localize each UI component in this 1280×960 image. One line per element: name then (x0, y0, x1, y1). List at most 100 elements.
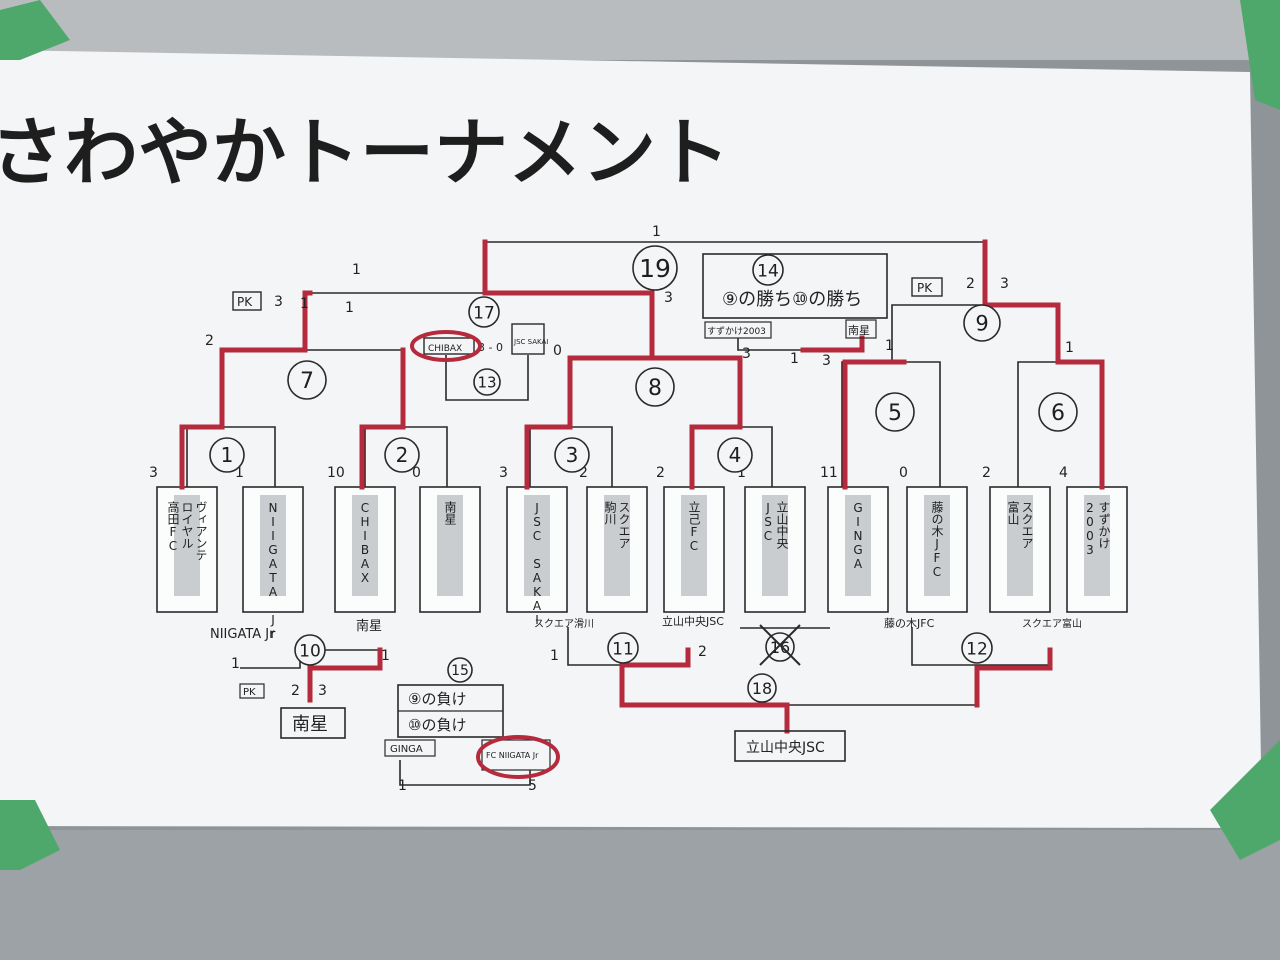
score-m15_right: 5 (528, 778, 537, 794)
match-circle (1038, 392, 1078, 432)
match-circle (747, 673, 777, 703)
score-m10_left: 1 (231, 656, 240, 672)
team-name: ロイヤル (180, 501, 194, 549)
team-name-tape (260, 495, 286, 596)
team-score: 3 (499, 465, 508, 481)
match-circle (875, 392, 915, 432)
match-m16: 16 (765, 632, 795, 662)
score-top: 1 (652, 224, 661, 240)
m13-left-team-box (423, 337, 475, 355)
match-circle (209, 437, 245, 473)
m13-right-team-box (511, 323, 545, 355)
team-name-tape (604, 495, 630, 596)
m18-winner-label: 立山中央JSC (746, 740, 825, 756)
bracket-line (186, 426, 276, 487)
team-score: 2 (656, 465, 665, 481)
score-m6_top: 1 (1065, 340, 1074, 356)
winner-line (1055, 302, 1105, 490)
match-m14: 14 (752, 254, 784, 286)
page-title: さわやかトーナメント (0, 110, 730, 196)
team-name: 立山中央 (775, 500, 789, 549)
match-m4: 4 (717, 437, 753, 473)
team-score: 1 (235, 465, 244, 481)
m13-winner-circle (410, 330, 482, 362)
match-number: 6 (1051, 401, 1065, 426)
match-number: 7 (300, 369, 314, 394)
m14-box (702, 253, 888, 319)
pk-labels: PK PK PK (232, 277, 943, 699)
m10-left-team: NIIGATA Jr (210, 627, 275, 642)
team-name: 南星 (443, 500, 457, 525)
score-m7_left: 2 (205, 333, 214, 349)
m10-winner-box (280, 707, 346, 739)
team-name: スクエア (617, 501, 631, 549)
tape-top-left (0, 0, 70, 60)
team-score: 0 (412, 465, 421, 481)
match-number: 18 (752, 679, 772, 698)
match-m19: 19 (632, 245, 678, 291)
match-m3: 3 (554, 437, 590, 473)
team-score: 2 (982, 465, 991, 481)
match-m8: 8 (635, 367, 675, 407)
m13-right-team: JSC SAKAI (513, 338, 548, 346)
match-circle (632, 245, 678, 291)
team-score: 11 (820, 465, 838, 481)
team-box: NIIGATA Jr1 (235, 465, 304, 641)
score-m11_left: 1 (550, 648, 559, 664)
match-number: 3 (566, 443, 579, 467)
m12-left-team: 藤の木JFC (884, 617, 935, 630)
score-m10_pk_right: 3 (318, 683, 327, 699)
score-m11_right: 2 (698, 644, 707, 660)
team-box: 南星 0 (412, 465, 481, 613)
board-lower (0, 830, 1280, 960)
match-m7: 7 (287, 360, 327, 400)
match-number: 16 (770, 638, 790, 657)
team-name-tape (1084, 495, 1110, 596)
team-score: 0 (899, 465, 908, 481)
match-number: 19 (639, 254, 671, 283)
score-m15_left: 1 (398, 778, 407, 794)
match-number: 11 (612, 639, 634, 659)
team-score: 4 (1059, 465, 1068, 481)
match-circle (752, 254, 784, 286)
m10-winner-label: 南星 (292, 714, 328, 735)
team-name-tape (352, 495, 378, 596)
m10-pk-label: PK (243, 687, 256, 698)
match-m2: 2 (384, 437, 420, 473)
m14-right-team: 南星 (848, 324, 870, 337)
team-name: すずかけ (1097, 501, 1111, 549)
team-name: 2003 (1083, 501, 1097, 557)
team-score: 2 (579, 465, 588, 481)
match-number: 15 (451, 663, 469, 679)
misc-labels: NIIGATA Jr 南星 スクエア滑川 立山中央JSC 藤の木JFC スクエア… (210, 253, 1082, 779)
team-name-tape (681, 495, 707, 596)
match-circle (963, 304, 1001, 342)
winner-line (649, 355, 743, 490)
match-m15: 15 (447, 657, 473, 683)
match-number: 10 (299, 641, 321, 661)
winner-lines (179, 239, 1105, 734)
m15-right-team: FC NIIGATA Jr (486, 751, 539, 760)
score-m9_left: 2 (966, 276, 975, 292)
match-number: 5 (888, 401, 902, 426)
match-circle (554, 437, 590, 473)
score-top_left: 1 (352, 262, 361, 278)
winner-line (359, 347, 406, 490)
tape-bottom-right (1210, 740, 1280, 860)
m14-condition: ⑨の勝ち⑩の勝ち (722, 289, 862, 310)
team-score: 3 (149, 465, 158, 481)
match-m18: 18 (747, 673, 777, 703)
score-m7_right: 1 (300, 296, 309, 312)
winner-line (619, 647, 790, 734)
match-m17: 17 (468, 296, 500, 328)
bracket-line (364, 426, 448, 487)
match-circle (473, 368, 501, 396)
